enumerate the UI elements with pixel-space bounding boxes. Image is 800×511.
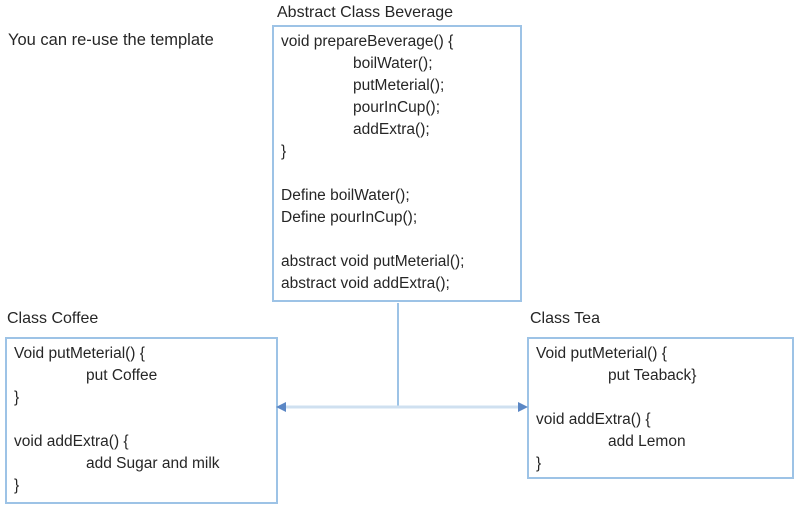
coffee-class-box: Void putMeterial() { put Coffee } void a… xyxy=(5,337,278,504)
code-line: Void putMeterial() { xyxy=(536,345,667,362)
code-line: boilWater(); xyxy=(353,55,433,72)
code-line: } xyxy=(536,455,542,472)
code-line: } xyxy=(14,477,20,494)
right-arrowhead-icon xyxy=(518,402,528,412)
code-line: put Teaback} xyxy=(608,367,697,384)
beverage-class-box: void prepareBeverage() { boilWater(); pu… xyxy=(272,25,522,302)
code-line xyxy=(281,229,513,251)
code-line: Define boilWater(); xyxy=(281,187,410,204)
bidirectional-arrow xyxy=(276,402,528,412)
vertical-connector-line xyxy=(397,303,399,407)
code-line: add Lemon xyxy=(608,433,686,450)
code-line: pourInCup(); xyxy=(353,99,441,116)
code-line: Define pourInCup(); xyxy=(281,209,418,226)
tea-class-box: Void putMeterial() { put Teaback} void a… xyxy=(527,337,794,479)
code-line xyxy=(281,163,513,185)
code-line: abstract void addExtra(); xyxy=(281,275,450,292)
left-arrowhead-icon xyxy=(276,402,286,412)
code-line: abstract void putMeterial(); xyxy=(281,253,465,270)
coffee-box-title: Class Coffee xyxy=(7,310,99,327)
code-line: Void putMeterial() { xyxy=(14,345,145,362)
tea-box-title: Class Tea xyxy=(530,310,600,327)
code-line: } xyxy=(281,143,287,160)
code-line: addExtra(); xyxy=(353,121,430,138)
code-line: } xyxy=(14,389,20,406)
code-line xyxy=(536,387,785,409)
code-line: void prepareBeverage() { xyxy=(281,33,454,50)
code-line: void addExtra() { xyxy=(14,433,129,450)
code-line xyxy=(14,409,269,431)
beverage-box-title: Abstract Class Beverage xyxy=(277,4,454,21)
code-line: add Sugar and milk xyxy=(86,455,220,472)
note-text: You can re-use the template xyxy=(8,31,214,49)
code-line: put Coffee xyxy=(86,367,158,384)
code-line: putMeterial(); xyxy=(353,77,445,94)
code-line: void addExtra() { xyxy=(536,411,651,428)
